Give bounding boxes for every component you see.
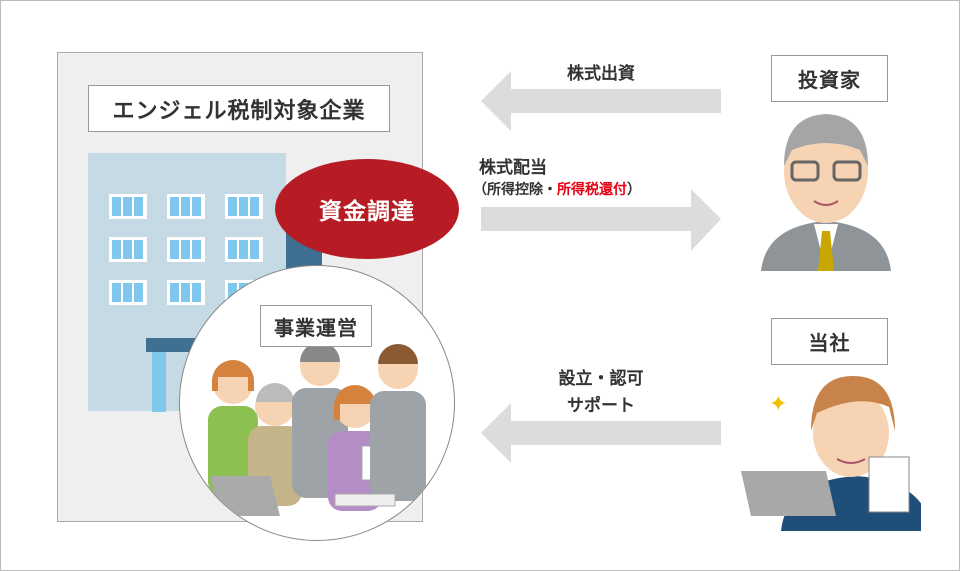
support-label-1: 設立・認可 (558, 369, 644, 389)
investor-illustration (761, 114, 891, 271)
dividend-note: （所得控除・所得税還付） (473, 182, 641, 198)
flow-arrows (481, 71, 721, 463)
investment-label: 株式出資 (567, 64, 635, 84)
window (225, 237, 263, 262)
operations-circle (179, 265, 455, 541)
window (109, 237, 147, 262)
person-man-right (370, 344, 426, 501)
funding-badge: 資金調達 (275, 159, 459, 259)
support-label-2: サポート (567, 396, 635, 416)
document-icon (868, 456, 910, 513)
person-woman-green (208, 360, 258, 496)
window (167, 237, 205, 262)
window (167, 194, 205, 219)
sparkle-icon: ✦ (769, 392, 787, 417)
investment-arrow (481, 71, 721, 131)
team-illustration (208, 342, 426, 516)
dividend-arrow (481, 189, 721, 251)
company-label: エンジェル税制対象企業 (88, 85, 390, 132)
staff-illustration: ✦ (741, 376, 921, 531)
operations-label: 事業運営 (260, 305, 372, 347)
us-label: 当社 (771, 318, 888, 365)
laptop-icon (210, 476, 280, 516)
papers-icon (334, 493, 396, 507)
window (225, 194, 263, 219)
window (109, 194, 147, 219)
window (167, 280, 205, 305)
window (109, 280, 147, 305)
laptop-icon (741, 471, 836, 516)
tax-refund-note: 所得税還付 (557, 182, 627, 198)
investor-label: 投資家 (771, 55, 888, 102)
dividend-label: 株式配当 (479, 158, 547, 178)
support-arrow (481, 403, 721, 463)
